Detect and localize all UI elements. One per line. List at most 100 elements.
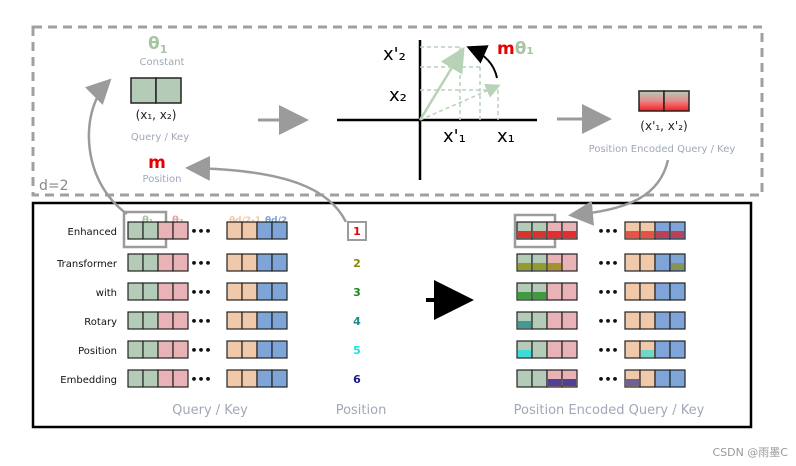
output-row-2-left-cell-4 bbox=[561, 253, 578, 272]
input-row-5-right-cell-1 bbox=[226, 340, 243, 359]
output-row-6-tint-4 bbox=[563, 379, 576, 386]
input-row-5-left-cell-1 bbox=[127, 340, 144, 359]
input-row-3-left-cell-4 bbox=[172, 282, 189, 301]
input-row-1-left-cell-4 bbox=[172, 221, 189, 240]
output-row-4-left-cell-2 bbox=[531, 311, 548, 330]
output-row-6-left-cell-2 bbox=[531, 369, 548, 388]
encoded-pair-cell-1 bbox=[638, 90, 665, 112]
input-row-3-left-cell-1 bbox=[127, 282, 144, 301]
input-row-3-left-cell-3 bbox=[157, 282, 174, 301]
input-row-6-right-cell-3 bbox=[256, 369, 273, 388]
input-row-6-right-cell-1 bbox=[226, 369, 243, 388]
position-label-top: Position bbox=[143, 174, 182, 185]
output-row-5-right-cell-1 bbox=[624, 340, 641, 359]
input-row-6-left-cell-2 bbox=[142, 369, 159, 388]
input-row-2-left-cell-2 bbox=[142, 253, 159, 272]
output-row-1-tint-2 bbox=[533, 231, 546, 238]
output-row-3-right-cell-4 bbox=[669, 282, 686, 301]
ellipsis-right-1: ••• bbox=[597, 225, 618, 238]
output-row-6-tint-3 bbox=[548, 379, 561, 386]
axis-label-x1-prime: x'₁ bbox=[443, 126, 466, 147]
input-row-3-right-cell-1 bbox=[226, 282, 243, 301]
input-row-1-left-cell-3 bbox=[157, 221, 174, 240]
output-row-6-right-cell-3 bbox=[654, 369, 671, 388]
input-row-6-right-cell-4 bbox=[271, 369, 288, 388]
word-label-4: Rotary bbox=[84, 317, 117, 328]
d-label: d=2 bbox=[39, 178, 69, 194]
output-row-5-right-cell-3 bbox=[654, 340, 671, 359]
position-5: 5 bbox=[353, 344, 361, 357]
output-row-2-rtint-4 bbox=[671, 263, 684, 270]
axis-label-x2: x₂ bbox=[389, 85, 407, 106]
output-row-2-tint-3 bbox=[548, 263, 561, 270]
ellipsis-right-2: ••• bbox=[597, 257, 618, 270]
input-row-2-right-cell-2 bbox=[241, 253, 258, 272]
output-row-6-right-cell-4 bbox=[669, 369, 686, 388]
ellipsis-right-4: ••• bbox=[597, 315, 618, 328]
rotation-label: mθ₁ bbox=[497, 39, 534, 59]
input-pair-cell-2 bbox=[155, 77, 182, 104]
position-1: 1 bbox=[353, 225, 361, 238]
input-row-1-left-cell-2 bbox=[142, 221, 159, 240]
input-row-3-left-cell-2 bbox=[142, 282, 159, 301]
output-row-5-right-cell-4 bbox=[669, 340, 686, 359]
input-row-5-left-cell-4 bbox=[172, 340, 189, 359]
output-row-2-tint-1 bbox=[518, 263, 531, 270]
output-row-2-right-cell-1 bbox=[624, 253, 641, 272]
watermark: CSDN @雨墨C bbox=[712, 446, 788, 459]
output-row-5-rtint-2 bbox=[641, 350, 654, 357]
word-label-6: Embedding bbox=[60, 375, 117, 386]
input-row-4-right-cell-3 bbox=[256, 311, 273, 330]
input-row-3-right-cell-3 bbox=[256, 282, 273, 301]
encoded-pair-label: (x'₁, x'₂) bbox=[640, 119, 687, 133]
m-label: m bbox=[148, 153, 166, 173]
input-row-6-right-cell-2 bbox=[241, 369, 258, 388]
input-row-6-left-cell-4 bbox=[172, 369, 189, 388]
input-row-4-left-cell-4 bbox=[172, 311, 189, 330]
output-row-1-rtint-3 bbox=[656, 231, 669, 238]
output-row-3-right-cell-1 bbox=[624, 282, 641, 301]
output-row-4-right-cell-1 bbox=[624, 311, 641, 330]
input-row-2-left-cell-3 bbox=[157, 253, 174, 272]
arrow-theta-to-constant bbox=[85, 78, 128, 216]
input-row-1-right-cell-3 bbox=[256, 221, 273, 240]
position-4: 4 bbox=[353, 315, 361, 328]
output-row-1-rtint-2 bbox=[641, 231, 654, 238]
ellipsis-left-3: ••• bbox=[190, 286, 211, 299]
ellipsis-right-3: ••• bbox=[597, 286, 618, 299]
input-row-5-right-cell-4 bbox=[271, 340, 288, 359]
rotated-vector bbox=[418, 46, 465, 121]
word-label-5: Position bbox=[78, 346, 117, 357]
input-row-2-right-cell-3 bbox=[256, 253, 273, 272]
output-row-4-right-cell-2 bbox=[639, 311, 656, 330]
rotated-vector-dashed bbox=[419, 83, 501, 121]
input-row-1-right-cell-1 bbox=[226, 221, 243, 240]
rotation-arc bbox=[466, 45, 498, 79]
output-row-1-tint-1 bbox=[518, 231, 531, 238]
encoded-label-top: Position Encoded Query / Key bbox=[589, 144, 736, 155]
input-row-5-left-cell-3 bbox=[157, 340, 174, 359]
output-row-6-left-cell-1 bbox=[516, 369, 533, 388]
encoded-pair-cell-2 bbox=[663, 90, 690, 112]
word-label-2: Transformer bbox=[56, 259, 118, 270]
top-panel bbox=[31, 25, 764, 197]
position-2: 2 bbox=[353, 257, 361, 270]
input-row-3-right-cell-4 bbox=[271, 282, 288, 301]
query-key-label-top: Query / Key bbox=[131, 132, 189, 143]
output-row-2-right-cell-3 bbox=[654, 253, 671, 272]
constant-label: Constant bbox=[140, 57, 185, 68]
output-row-3-right-cell-2 bbox=[639, 282, 656, 301]
output-row-5-left-cell-4 bbox=[561, 340, 578, 359]
input-row-4-right-cell-1 bbox=[226, 311, 243, 330]
output-row-3-right-cell-3 bbox=[654, 282, 671, 301]
arrow-position-to-m bbox=[185, 155, 348, 223]
output-row-3-tint-2 bbox=[533, 292, 546, 299]
input-row-4-left-cell-2 bbox=[142, 311, 159, 330]
theta-constant-label: θ1 bbox=[148, 34, 167, 56]
footer-position: Position bbox=[336, 403, 387, 418]
output-row-6-right-cell-2 bbox=[639, 369, 656, 388]
ellipsis-left-6: ••• bbox=[190, 373, 211, 386]
output-row-2-tint-2 bbox=[533, 263, 546, 270]
position-6: 6 bbox=[353, 373, 361, 386]
